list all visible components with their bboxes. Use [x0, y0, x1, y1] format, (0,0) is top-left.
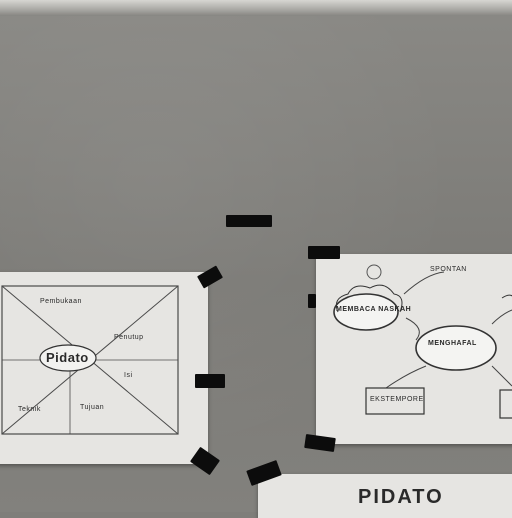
right-sheet-label-ekstempore: EKSTEMPORE [370, 396, 424, 403]
right-sheet-label-menghafal: MENGHAFAL [428, 340, 477, 347]
left-sheet-label-teknik: Teknik [18, 406, 41, 413]
right-mindmap-sheet: SPONTAN MEMBACA NASKAH MENGHAFAL EKSTEMP… [316, 254, 512, 444]
right-sheet-label-spontan: SPONTAN [430, 266, 467, 273]
left-sheet-center-label: Pidato [46, 350, 89, 365]
left-sheet-drawing [1, 285, 179, 435]
right-sheet-label-membaca-naskah: MEMBACA NASKAH [336, 306, 412, 313]
left-sheet-label-tujuan: Tujuan [80, 404, 105, 411]
tape-piece [308, 246, 340, 259]
right-sheet-drawing [333, 264, 512, 419]
tape-piece [308, 294, 316, 308]
left-sheet-label-isi: Isi [124, 372, 133, 379]
bottom-sheet-title: PIDATO [358, 486, 444, 508]
left-sheet-label-pembukaan: Pembukaan [40, 298, 82, 305]
wall-top-edge [0, 0, 512, 16]
tape-piece [195, 374, 225, 388]
tape-piece [226, 215, 272, 227]
left-mindmap-sheet: Pidato Pembukaan Penutup Isi Tujuan Tekn… [0, 272, 208, 464]
left-sheet-label-penutup: Penutup [114, 334, 144, 341]
bottom-sheet: PIDATO [258, 474, 512, 518]
